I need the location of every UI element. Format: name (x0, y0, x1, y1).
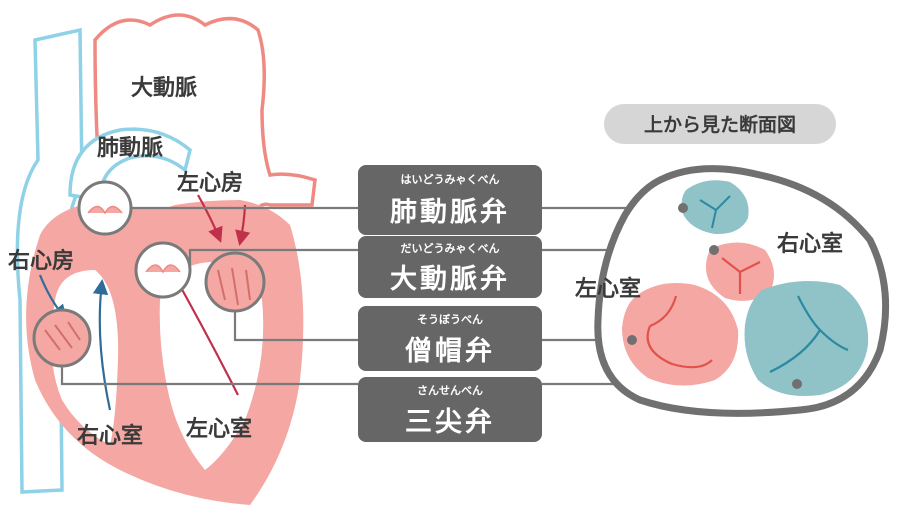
valve-ruby-aortic: だいどうみゃくべん (401, 242, 500, 255)
top-tricuspid-valve (744, 281, 869, 396)
blue-flow-arrow-up (92, 278, 112, 411)
tricuspid-valve-ring (32, 308, 92, 368)
left-ventricle-cavity (159, 262, 264, 470)
valve-name-tricuspid: 三尖弁 (405, 407, 495, 438)
mitral-valve-ring (204, 251, 266, 313)
top-view-title-pill (604, 104, 836, 144)
septum (125, 290, 175, 470)
valve-ruby-tricuspid: さんせんべん (417, 384, 483, 397)
left-ventricle-label: 左心室 (186, 416, 252, 442)
top-mitral-valve (622, 283, 739, 386)
heart-cross-section: 大動脈 肺動脈 左心房 右心房 右心室 左心室 (8, 13, 317, 505)
dot-aortic (709, 245, 719, 255)
pulmonary-valve-ring (77, 180, 133, 236)
dot-pulmonary (678, 203, 688, 213)
valve-name-mitral: 僧帽弁 (405, 335, 495, 367)
valve-ruby-pulmonary: はいどうみゃくべん (401, 173, 500, 186)
valve-box-tricuspid: さんせんべん 三尖弁 (358, 377, 542, 442)
aorta-label: 大動脈 (131, 76, 197, 101)
right-ventricle-label: 右心室 (77, 423, 143, 449)
top-left-ventricle-label: 左心室 (575, 276, 641, 302)
top-view-section: 上から見た断面図 右心室 左心室 (575, 104, 890, 417)
aortic-valve-ring (134, 241, 192, 299)
dot-tricuspid (792, 379, 802, 389)
valve-box-pulmonary: はいどうみゃくべん 肺動脈弁 (358, 165, 542, 235)
valve-name-pulmonary: 肺動脈弁 (390, 197, 510, 228)
dot-mitral (627, 335, 637, 345)
left-atrium-label: 左心房 (177, 170, 243, 196)
top-aortic-valve (705, 242, 774, 301)
pulmonary-artery-label: 肺動脈 (97, 136, 163, 161)
valve-ruby-mitral: そうぼうべん (417, 313, 483, 326)
right-atrium-label: 右心房 (8, 248, 74, 274)
valve-labels: はいどうみゃくべん 肺動脈弁 だいどうみゃくべん 大動脈弁 そうぼうべん 僧帽弁… (358, 165, 542, 442)
valve-box-mitral: そうぼうべん 僧帽弁 (358, 306, 542, 371)
top-view-title: 上から見た断面図 (644, 113, 796, 136)
top-pulmonary-valve (681, 180, 749, 235)
valve-name-aortic: 大動脈弁 (390, 264, 510, 295)
red-flow-arrow-1 (197, 194, 223, 243)
top-right-ventricle-label: 右心室 (777, 231, 843, 257)
valve-box-aortic: だいどうみゃくべん 大動脈弁 (358, 236, 542, 298)
